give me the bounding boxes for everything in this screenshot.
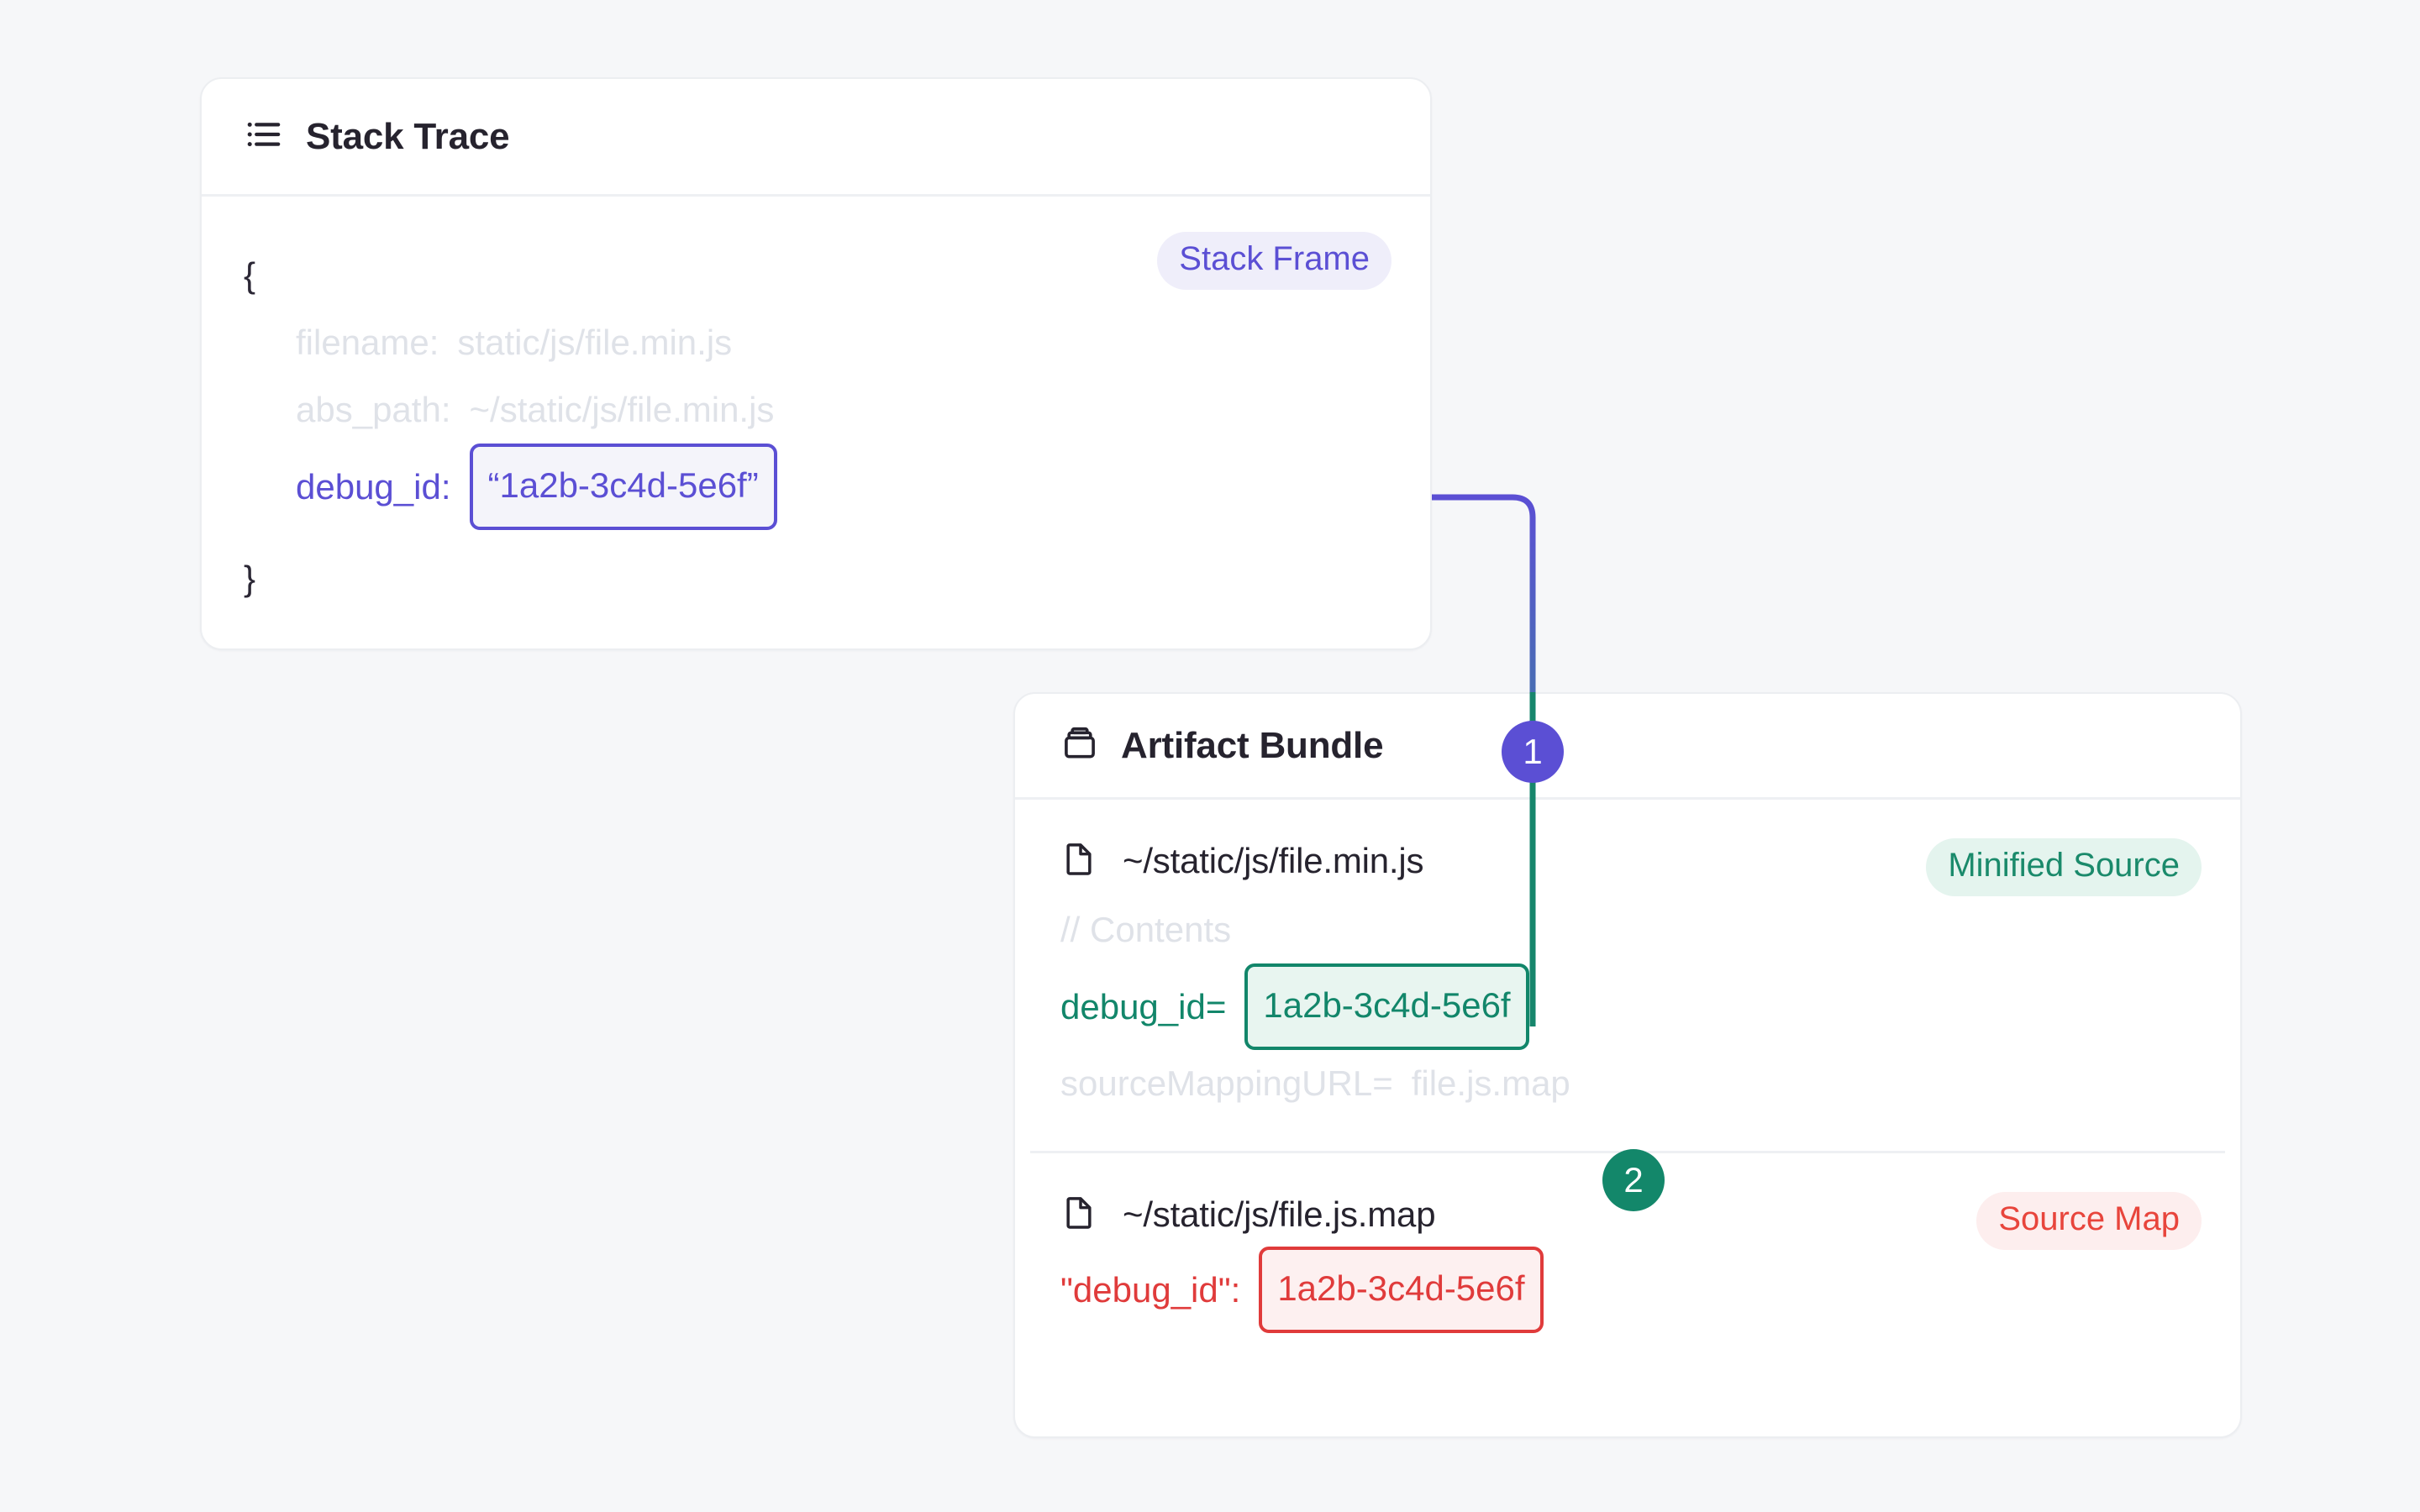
json-open-brace: { — [244, 255, 256, 295]
filename-value: static/js/file.min.js — [457, 323, 733, 362]
abs-path-key: abs_path: — [296, 390, 451, 429]
step-marker-2[interactable]: 2 — [1602, 1149, 1665, 1211]
status-badge-stack-frame: Stack Frame — [1157, 232, 1392, 290]
json-close-brace: } — [244, 559, 256, 598]
artifact-file-block-minified: Minified Source ~/static/js/file.min.js … — [1015, 800, 2240, 1151]
step-marker-2-label: 2 — [1623, 1160, 1644, 1200]
abs-path-value: ~/static/js/file.min.js — [469, 390, 775, 429]
artifact-bundle-card: Artifact Bundle Minified Source ~/static… — [1013, 692, 2242, 1438]
artifact-line-contents-comment: // Contents — [1060, 896, 2195, 963]
stack-frame-row-debug-id: debug_id: “1a2b-3c4d-5e6f” — [244, 444, 1388, 530]
source-mapping-url-key: sourceMappingURL= — [1060, 1063, 1393, 1103]
status-badge-minified-source: Minified Source — [1926, 838, 2202, 896]
sourcemap-debug-id-key: "debug_id": — [1060, 1269, 1241, 1310]
artifact-file-row-minified[interactable]: ~/static/js/file.min.js — [1060, 840, 2195, 881]
list-icon — [244, 114, 284, 159]
artifact-bundle-header: Artifact Bundle — [1015, 694, 2240, 800]
artifact-line-source-mapping-url: sourceMappingURL= file.js.map — [1060, 1050, 2195, 1117]
minified-debug-id-value-highlight[interactable]: 1a2b-3c4d-5e6f — [1244, 963, 1529, 1050]
source-mapping-url-value: file.js.map — [1411, 1063, 1570, 1103]
contents-comment-text: // Contents — [1060, 910, 1232, 949]
artifact-file-block-sourcemap: Source Map ~/static/js/file.js.map "debu… — [1015, 1153, 2240, 1367]
status-badge-source-map: Source Map — [1976, 1192, 2202, 1250]
filename-key: filename: — [296, 323, 439, 362]
stack-trace-body: Stack Frame { filename: static/js/file.m… — [202, 197, 1430, 612]
artifact-file-path-minified: ~/static/js/file.min.js — [1123, 840, 1424, 880]
debug-id-key: debug_id: — [296, 466, 451, 507]
archive-box-icon — [1060, 724, 1099, 767]
file-icon — [1060, 1194, 1097, 1235]
step-marker-1-label: 1 — [1523, 732, 1543, 771]
sourcemap-debug-id-value-highlight[interactable]: 1a2b-3c4d-5e6f — [1259, 1247, 1544, 1333]
artifact-file-row-sourcemap[interactable]: ~/static/js/file.js.map — [1060, 1194, 2195, 1235]
file-icon — [1060, 840, 1097, 881]
artifact-line-debug-id: debug_id= 1a2b-3c4d-5e6f — [1060, 963, 2195, 1050]
debug-id-value-highlight[interactable]: “1a2b-3c4d-5e6f” — [469, 444, 777, 530]
artifact-bundle-body: Minified Source ~/static/js/file.min.js … — [1015, 800, 2240, 1367]
stack-trace-card: Stack Trace Stack Frame { filename: stat… — [200, 77, 1432, 650]
stack-trace-header: Stack Trace — [202, 79, 1430, 197]
minified-debug-id-key: debug_id= — [1060, 986, 1227, 1026]
artifact-file-path-sourcemap: ~/static/js/file.js.map — [1123, 1194, 1436, 1234]
step-marker-1[interactable]: 1 — [1502, 721, 1564, 783]
stack-frame-row-filename: filename: static/js/file.min.js — [244, 309, 1388, 376]
artifact-bundle-title: Artifact Bundle — [1121, 724, 1384, 766]
stack-trace-title: Stack Trace — [306, 115, 510, 157]
sourcemap-line-debug-id: "debug_id": 1a2b-3c4d-5e6f — [1060, 1247, 2195, 1333]
stack-frame-row-abs-path: abs_path: ~/static/js/file.min.js — [244, 376, 1388, 444]
